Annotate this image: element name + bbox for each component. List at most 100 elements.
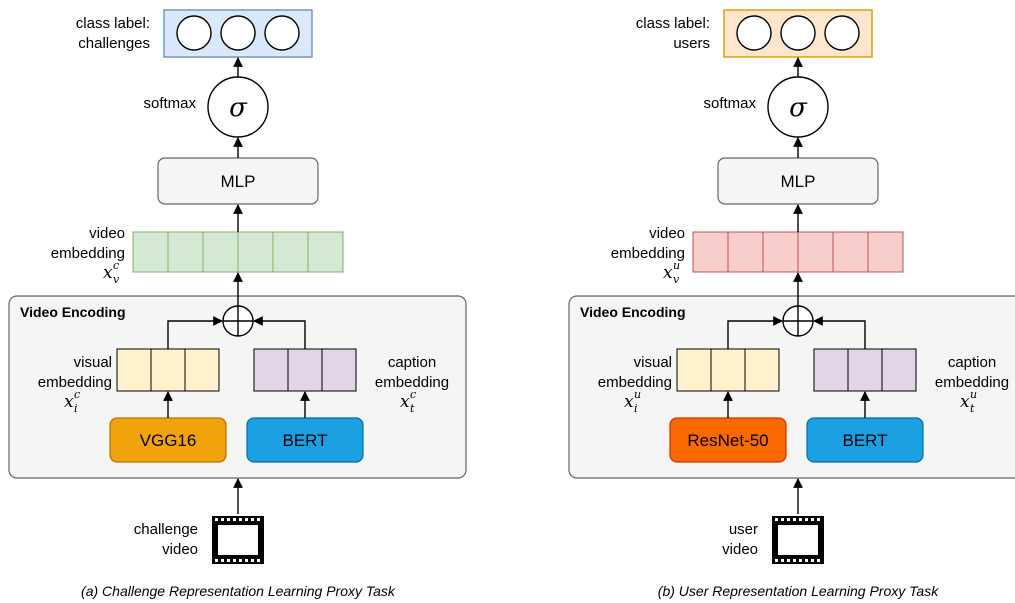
visual-embedding-var-base: x <box>624 392 634 412</box>
film-hole <box>775 518 778 521</box>
arrow-caption-to-concat <box>253 316 306 349</box>
visual-model-label: VGG16 <box>140 431 197 450</box>
video-encoding-title: Video Encoding <box>20 304 126 320</box>
film-hole <box>817 559 820 562</box>
video-embedding-var-base: x <box>663 263 673 283</box>
visual-embedding <box>116 348 220 392</box>
caption-embedding-text-2: embedding <box>375 374 449 391</box>
softmax-label: softmax <box>703 95 756 112</box>
caption-embedding-cell <box>253 348 289 392</box>
video-embedding-var-sub: v <box>113 273 120 286</box>
film-hole <box>239 559 242 562</box>
visual-embedding <box>676 348 780 392</box>
film-screen <box>218 525 258 555</box>
video-embedding-cell <box>867 231 904 273</box>
arrow-visual-to-concat <box>727 316 783 349</box>
visual-model-label: ResNet-50 <box>687 431 768 450</box>
visual-embedding-text-2: embedding <box>38 374 112 391</box>
visual-embedding-cell <box>676 348 712 392</box>
video-embedding-text-1: video <box>89 225 125 242</box>
video-embedding-cell <box>797 231 834 273</box>
film-hole <box>215 559 218 562</box>
caption-embedding <box>253 348 357 392</box>
film-hole <box>811 559 814 562</box>
bert-label: BERT <box>842 431 887 450</box>
film-hole <box>799 559 802 562</box>
film-hole <box>805 518 808 521</box>
bert-label: BERT <box>282 431 327 450</box>
panel-caption: (a) Challenge Representation Learning Pr… <box>81 583 396 599</box>
video-embedding-var-sub: v <box>673 273 680 286</box>
video-embedding-text-2: embedding <box>611 245 685 262</box>
caption-embedding-text-1: caption <box>388 354 436 371</box>
visual-embedding-text-1: visual <box>634 354 672 371</box>
caption-embedding-var-base: x <box>400 392 410 412</box>
caption-embedding-cell <box>847 348 883 392</box>
film-hole <box>257 559 260 562</box>
input-label-2: video <box>722 541 758 558</box>
video-embedding-cell <box>272 231 309 273</box>
caption-embedding-var-sup: c <box>410 388 416 401</box>
visual-embedding-var-sub: i <box>74 402 78 415</box>
video-embedding-cell <box>692 231 729 273</box>
visual-embedding-var-sup: u <box>634 388 641 401</box>
visual-embedding-var-sub: i <box>634 402 638 415</box>
caption-embedding-var-base: x <box>960 392 970 412</box>
video-embedding <box>692 231 904 273</box>
visual-embedding-text-2: embedding <box>598 374 672 391</box>
class-node <box>780 15 816 51</box>
panel-user: class label:usersσsoftmaxMLPvideoembeddi… <box>568 9 1015 599</box>
softmax-label: softmax <box>143 95 196 112</box>
film-icon <box>772 516 824 564</box>
film-hole <box>221 518 224 521</box>
video-embedding-var-base: x <box>103 263 113 283</box>
film-hole <box>221 559 224 562</box>
video-embedding-cell <box>237 231 274 273</box>
visual-embedding-var-sup: c <box>74 388 80 401</box>
film-hole <box>787 518 790 521</box>
caption-embedding-cell <box>321 348 357 392</box>
video-embedding-cell <box>167 231 204 273</box>
class-label-text-1: class label: <box>76 15 150 32</box>
film-hole <box>775 559 778 562</box>
video-embedding-cell <box>832 231 869 273</box>
input-label-2: video <box>162 541 198 558</box>
film-hole <box>793 559 796 562</box>
visual-embedding-var-base: x <box>64 392 74 412</box>
video-embedding <box>132 231 344 273</box>
arrow-visual-to-concat <box>167 316 223 349</box>
video-embedding-cell <box>132 231 169 273</box>
caption-embedding-var-sub: t <box>410 402 415 415</box>
visual-embedding-cell <box>150 348 186 392</box>
film-hole <box>787 559 790 562</box>
class-node <box>264 15 300 51</box>
caption-embedding-cell <box>813 348 849 392</box>
caption-embedding-var-sub: t <box>970 402 975 415</box>
video-embedding-text-2: embedding <box>51 245 125 262</box>
film-hole <box>805 559 808 562</box>
film-hole <box>781 518 784 521</box>
video-embedding-var-sup: u <box>673 259 680 272</box>
caption-embedding-cell <box>881 348 917 392</box>
film-hole <box>227 518 230 521</box>
input-label-1: challenge <box>134 521 198 538</box>
class-node <box>220 15 256 51</box>
film-hole <box>799 518 802 521</box>
film-hole <box>811 518 814 521</box>
class-label-text-1: class label: <box>636 15 710 32</box>
arrow-caption-to-concat <box>813 316 866 349</box>
mlp-label: MLP <box>781 172 816 191</box>
caption-embedding-text-1: caption <box>948 354 996 371</box>
caption-embedding-cell <box>287 348 323 392</box>
film-hole <box>239 518 242 521</box>
film-hole <box>793 518 796 521</box>
film-icon <box>212 516 264 564</box>
film-hole <box>781 559 784 562</box>
film-hole <box>233 559 236 562</box>
visual-embedding-cell <box>710 348 746 392</box>
